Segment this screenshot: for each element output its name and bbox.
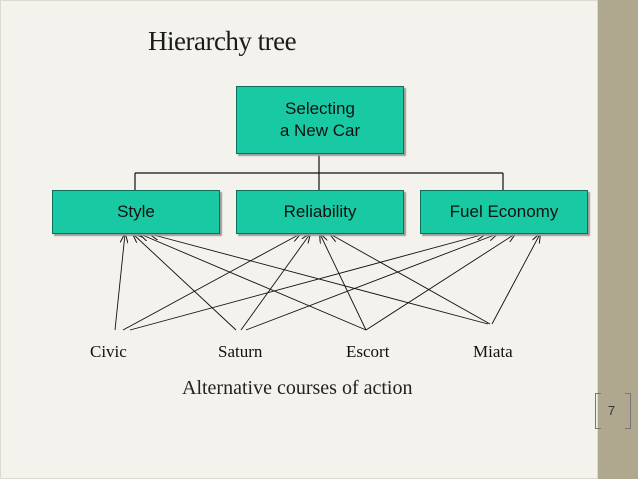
arrow-miata-style: [150, 234, 489, 325]
alternative-civic: Civic: [90, 342, 127, 361]
arrow-civic-style: [114, 234, 125, 331]
alternatives-caption: Alternative courses of action: [182, 377, 413, 399]
arrow-civic-reliability: [122, 234, 300, 331]
criterion-fuel-economy-box: Fuel Economy: [420, 190, 588, 234]
accent-side-bar: [598, 0, 638, 479]
goal-box: Selecting a New Car: [236, 86, 404, 154]
page-number: 7: [607, 402, 616, 418]
criterion-style-box: Style: [52, 190, 220, 234]
arrow-escort-reliability: [320, 234, 367, 331]
criterion-reliability-box: Reliability: [236, 190, 404, 234]
arrow-civic-fuel: [129, 234, 485, 331]
arrow-miata-reliability: [330, 234, 491, 325]
alternative-miata: Miata: [473, 342, 513, 361]
slide-title: Hierarchy tree: [148, 26, 297, 56]
arrow-saturn-reliability: [240, 234, 310, 331]
arrow-miata-fuel: [491, 234, 540, 325]
arrow-escort-fuel: [365, 234, 515, 331]
page-number-bracket-left: [595, 393, 601, 429]
page-number-bracket-right: [625, 393, 631, 429]
arrow-escort-style: [140, 234, 367, 331]
arrow-saturn-style: [133, 234, 237, 331]
arrow-saturn-fuel: [245, 234, 497, 331]
goal-line-1: Selecting: [285, 99, 355, 118]
alternative-escort: Escort: [346, 342, 390, 361]
alternative-saturn: Saturn: [218, 342, 263, 361]
goal-line-2: a New Car: [279, 121, 361, 140]
